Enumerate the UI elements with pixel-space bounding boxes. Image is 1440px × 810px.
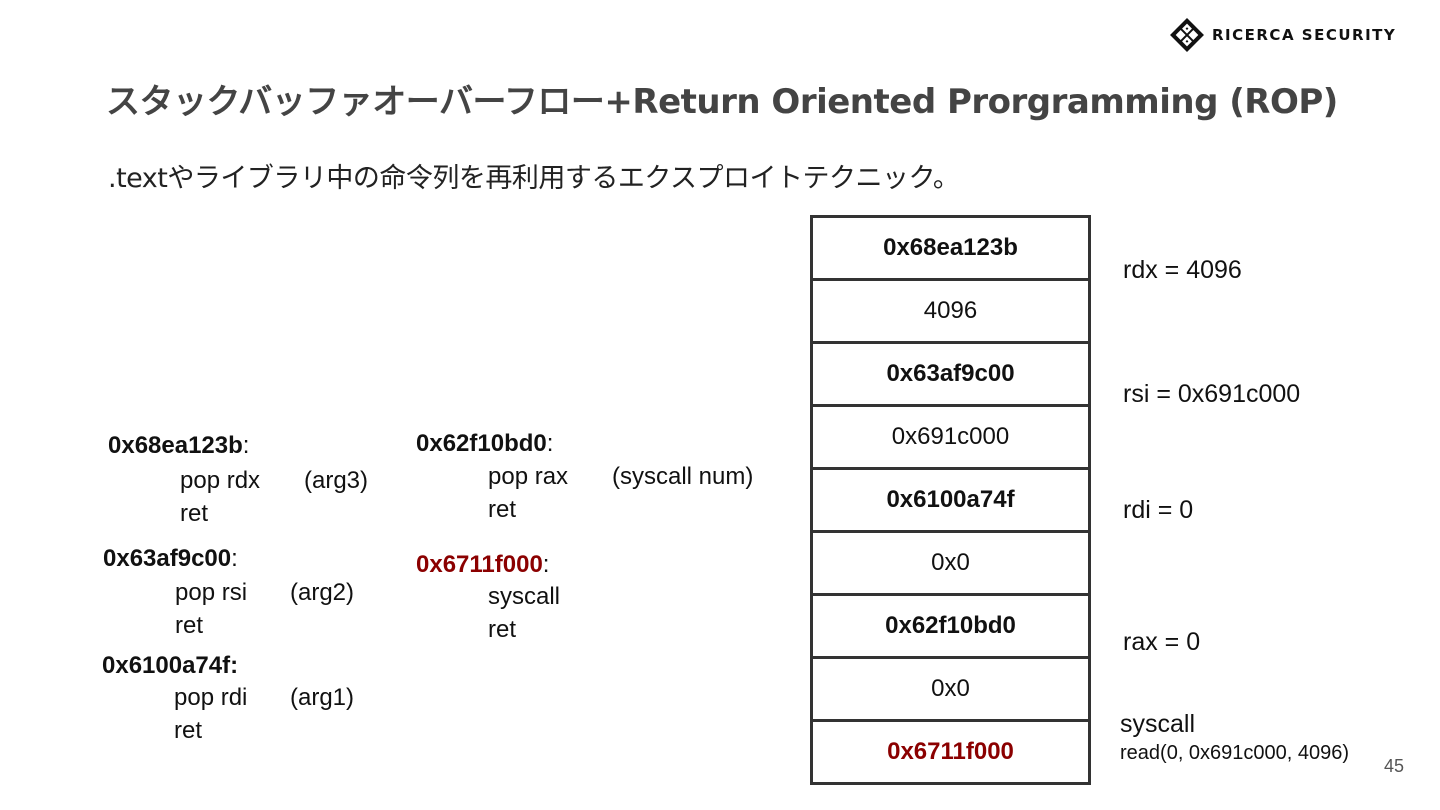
gadget-instruction: pop rax xyxy=(488,463,569,490)
stack-cell: 0x6100a74f xyxy=(810,470,1091,533)
company-logo: RICERCA SECURITY xyxy=(1170,18,1396,52)
note-rsi: rsi = 0x691c000 xyxy=(1123,380,1301,408)
note-syscall-call: read(0, 0x691c000, 4096) xyxy=(1120,742,1350,764)
gadget-instruction: ret xyxy=(180,500,209,527)
stack-cell: 4096 xyxy=(810,281,1091,344)
slide-title: スタックバッファオーバーフロー+Return Oriented Prorgram… xyxy=(106,82,1338,122)
gadget-address-pop-rdx: 0x68ea123b: xyxy=(108,432,250,459)
gadget-instruction: syscall xyxy=(488,583,561,610)
gadget-instruction: ret xyxy=(174,717,203,744)
stack-cell: 0x691c000 xyxy=(810,407,1091,470)
gadget-comment: (syscall num) xyxy=(612,463,754,490)
gadget-instruction: pop rdi xyxy=(174,684,248,711)
gadget-instruction: pop rdx xyxy=(180,467,261,494)
gadget-comment: (arg1) xyxy=(290,684,355,711)
stack-cell: 0x0 xyxy=(810,533,1091,596)
stack-cell: 0x62f10bd0 xyxy=(810,596,1091,659)
page-number: 45 xyxy=(1384,756,1405,776)
gadget-comment: (arg2) xyxy=(290,579,355,606)
gadget-address-pop-rdi: 0x6100a74f: xyxy=(102,652,239,679)
stack-cell: 0x0 xyxy=(810,659,1091,722)
stack-cell: 0x6711f000 xyxy=(810,722,1091,785)
note-rdx: rdx = 4096 xyxy=(1123,256,1242,284)
gadget-address-pop-rax: 0x62f10bd0: xyxy=(416,430,554,457)
gadget-address-pop-rsi: 0x63af9c00: xyxy=(103,545,238,572)
note-rax: rax = 0 xyxy=(1123,628,1201,656)
stack-cell: 0x68ea123b xyxy=(810,218,1091,281)
stack-diagram: 0x68ea123b 4096 0x63af9c00 0x691c000 0x6… xyxy=(810,215,1091,785)
gadget-instruction: ret xyxy=(488,616,517,643)
logo-text: RICERCA SECURITY xyxy=(1212,26,1397,44)
gadget-address-syscall: 0x6711f000: xyxy=(416,551,550,578)
slide-subtitle: .textやライブラリ中の命令列を再利用するエクスプロイトテクニック。 xyxy=(108,163,960,194)
diamond-lattice-icon xyxy=(1170,18,1204,52)
note-syscall: syscall xyxy=(1120,710,1196,738)
note-rdi: rdi = 0 xyxy=(1123,496,1194,524)
gadget-instruction: ret xyxy=(488,496,517,523)
gadget-instruction: ret xyxy=(175,612,204,639)
gadget-comment: (arg3) xyxy=(304,467,369,494)
stack-cell: 0x63af9c00 xyxy=(810,344,1091,407)
gadget-instruction: pop rsi xyxy=(175,579,248,606)
